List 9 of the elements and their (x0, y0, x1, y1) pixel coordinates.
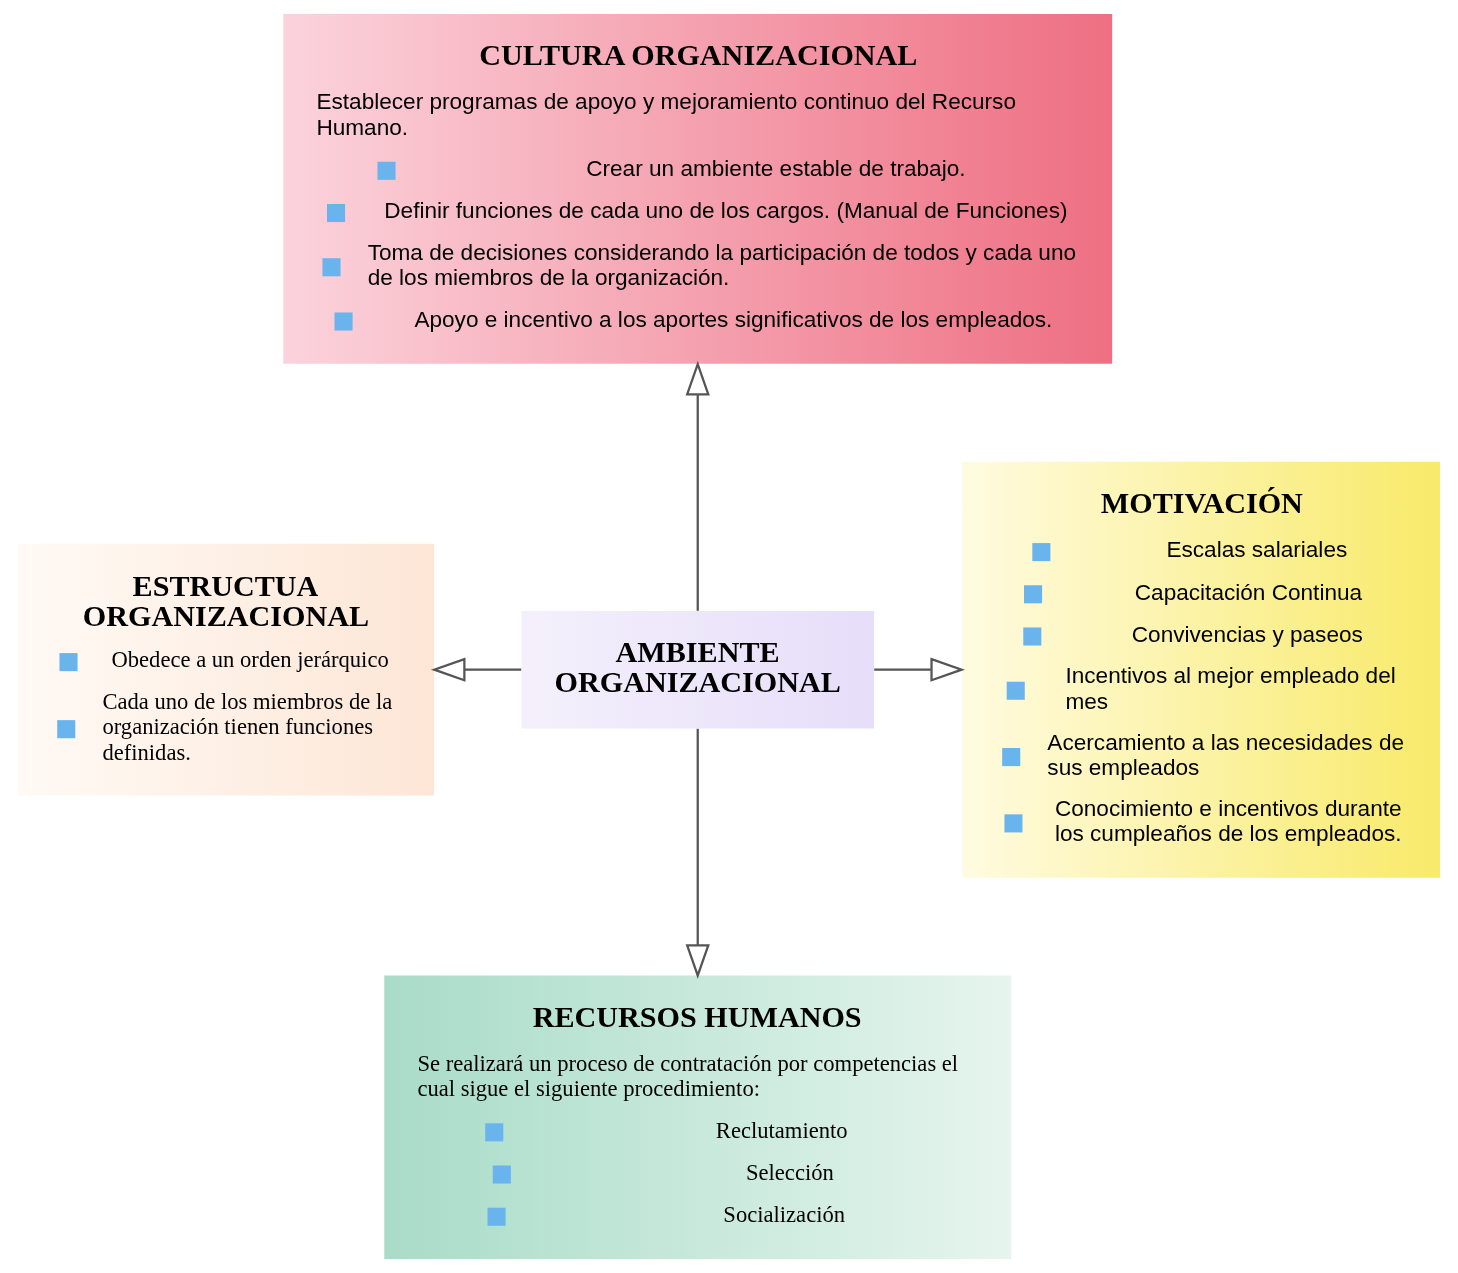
arrow (874, 657, 966, 682)
node-box: AMBIENTE ORGANIZACIONAL (521, 610, 875, 729)
node-box: RECURSOS HUMANOS Se realizará un proceso de contratación por competencias el cual sigue el siguiente procedimiento: Reclutamiento Selección Socialización (384, 975, 1012, 1259)
node-box: CULTURA ORGANIZACIONAL Establecer programas de apoyo y mejoramiento continuo del Recurso Humano. Crear un ambiente estable de trabajo. Definir funciones de cada uno de los cargos. (Manual de Funciones) Toma de decisiones considerando la participación de todos y cada uno de los miembros de la organización. Apoyo e incentivo a los aportes significativos de los empleados. (283, 14, 1113, 364)
node-box: MOTIVACIÓN Escalas salariales Capacitación Continua Convivencias y paseos Incentivos al mejor empleado del mes Acercamiento a las necesidades de sus empleados Conocimiento e incentivos durante los cumpleaños de los empleados. (962, 461, 1440, 878)
arrow (685, 728, 710, 979)
node-box: ESTRUCTUA ORGANIZACIONAL Obedece a un orden jerárquico Cada uno de los miembros de la organización tienen funciones definidas. (18, 543, 434, 796)
arrow (685, 360, 710, 611)
arrow (430, 657, 522, 682)
